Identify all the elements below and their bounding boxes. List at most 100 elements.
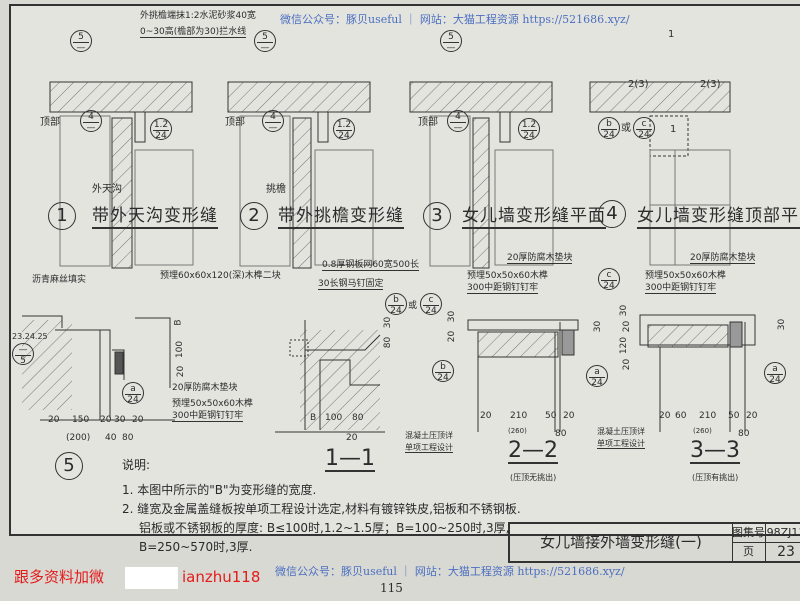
section-3-3-lines xyxy=(639,314,756,432)
promo-text: 跟多资料加微 xyxy=(14,568,105,586)
s33-dim-sub: 80 xyxy=(738,429,750,439)
section-mark-bottom: 1 xyxy=(670,124,677,135)
promo-id: ianzhu118 xyxy=(182,568,261,586)
s33-dim: 210 xyxy=(699,411,717,421)
s33-dim-sub: (260) xyxy=(693,427,712,435)
note-item: B=250~570时,3厚. xyxy=(139,540,253,554)
s22-dim: 210 xyxy=(510,411,528,421)
label-bottom-2: 挑檐 xyxy=(266,184,286,195)
s22-dim: 50 xyxy=(545,411,557,421)
section-title-3-3: 3—3 xyxy=(690,438,740,464)
d5-dim-side: 100 xyxy=(175,340,186,359)
label-top-2: 顶部 xyxy=(225,117,245,128)
note-item: 2. 缝宽及金属盖缝板按单项工程设计选定,材料有镀锌铁皮,铝板和不锈钢板. xyxy=(122,502,521,516)
s22-label-1: 20厚防腐木垫块 xyxy=(507,253,573,264)
s22-dim-sub: 80 xyxy=(555,429,567,439)
d5-dim: 150 xyxy=(72,415,90,425)
s11-label-1: 预埋60x60x120(深)木榫二块 xyxy=(160,271,281,281)
atlas-number: 98ZJ11 xyxy=(766,524,800,543)
detail-1-lines xyxy=(49,81,194,269)
ref-circle-4: 4— xyxy=(447,110,469,133)
d5-label-4: 300中距钢钉钉牢 xyxy=(172,411,244,422)
s33-label-2: 预埋50x50x60木榫 xyxy=(645,271,727,281)
detail-number-1: 1 xyxy=(48,202,76,230)
cut-mark-right: 2(3) xyxy=(700,79,721,90)
s33-dim-side: 120 xyxy=(619,336,630,355)
s11-dim-sub: 20 xyxy=(346,433,358,443)
title-block: 女儿墙接外墙变形缝(一) 图集号 98ZJ11 页 23 xyxy=(508,522,800,563)
cut-mark-left: 2(3) xyxy=(628,79,649,90)
or-label: 或 xyxy=(408,301,418,311)
annotation-line-1: 外挑檐端抹1:2水泥砂浆40宽 xyxy=(140,11,256,21)
s33-label-3: 300中距钢钉钉牢 xyxy=(645,283,717,294)
detail-title-4: 女儿墙变形缝顶部平面 xyxy=(637,208,800,229)
d5-dim: 30 xyxy=(114,415,126,425)
s11-dim-side: 30 xyxy=(383,316,394,329)
s33-label-5: 单项工程设计 xyxy=(597,439,645,449)
ref-circle-5: 5— xyxy=(70,30,92,53)
s22-dim-sub: (260) xyxy=(508,427,527,435)
s22-label-5: 单项工程设计 xyxy=(405,443,453,453)
section-1-1-lines xyxy=(275,320,385,433)
detail-4-lines xyxy=(589,81,731,266)
annotation-line-2: 0~30高(檐部为30)拦水线 xyxy=(140,27,247,38)
s22-dim-side: 20 xyxy=(447,330,458,343)
page-label: 页 xyxy=(732,543,766,561)
section-mark-top: 1 xyxy=(668,29,675,40)
s33-dim-side: 30 xyxy=(619,304,630,317)
watermark-bottom: 微信公众号：豚贝useful ｜ 网站：大猫工程资源 https://52168… xyxy=(275,565,625,578)
note-item: 1. 本图中所示的"B"为变形缝的宽度. xyxy=(122,483,317,497)
notes-heading: 说明: xyxy=(122,458,151,472)
redaction-box xyxy=(125,567,178,589)
s33-dim-side: 30 xyxy=(777,318,788,331)
s22-dim: 20 xyxy=(563,411,575,421)
note-item: 铝板或不锈钢板的厚度: B≤100时,1.2~1.5厚；B=100~250时,3… xyxy=(139,521,510,535)
s33-label-1: 20厚防腐木垫块 xyxy=(690,253,756,264)
section-subtitle-3-3: (压顶有挑出) xyxy=(692,473,739,482)
d5-ref-list: 23.24.25 xyxy=(12,332,48,341)
label-top-3: 顶部 xyxy=(418,117,438,128)
label-top-1: 顶部 xyxy=(40,117,60,128)
s33-dim-side: 20 xyxy=(622,358,633,371)
d5-label-1: 沥青麻丝填实 xyxy=(32,275,87,285)
d5-dim: 20 xyxy=(48,415,60,425)
detail-number-2: 2 xyxy=(240,202,268,230)
d5-dim-sub: (200) xyxy=(66,433,91,443)
detail-2-lines xyxy=(227,81,374,269)
detail-number-4: 4 xyxy=(598,200,626,228)
s11-dim: B xyxy=(310,413,317,423)
s11-label-3: 30长钢马钉固定 xyxy=(318,279,384,290)
s33-dim: 50 xyxy=(728,411,740,421)
d5-label-3: 预埋50x50x60木榫 xyxy=(172,399,254,409)
ref-circle-4: 4— xyxy=(80,110,102,133)
s22-label-4: 混凝土压顶详 xyxy=(405,431,453,440)
or-label: 或 xyxy=(621,123,631,134)
section-2-2-lines xyxy=(467,319,579,432)
s33-label-4: 混凝土压顶详 xyxy=(597,427,645,436)
section-title-1-1: 1—1 xyxy=(325,446,375,472)
d5-dim-side: B xyxy=(173,319,184,326)
section-subtitle-2-2: (压顶无挑出) xyxy=(510,473,557,482)
d5-dim-side: 20 xyxy=(176,365,187,378)
page-number-block: 23 xyxy=(777,544,795,560)
detail-title-3: 女儿墙变形缝平面 xyxy=(462,208,606,229)
s22-label-2: 预埋50x50x60木榫 xyxy=(467,271,549,281)
ref-circle-5-small: —5 xyxy=(12,343,34,366)
s33-dim: 60 xyxy=(675,411,687,421)
s22-dim-side: 30 xyxy=(447,310,458,323)
ref-circle-5: 5— xyxy=(254,30,276,53)
detail-number-3: 3 xyxy=(423,202,451,230)
s22-label-3: 300中距钢钉钉牢 xyxy=(467,283,539,294)
detail-title-2: 带外挑檐变形缝 xyxy=(278,208,404,229)
